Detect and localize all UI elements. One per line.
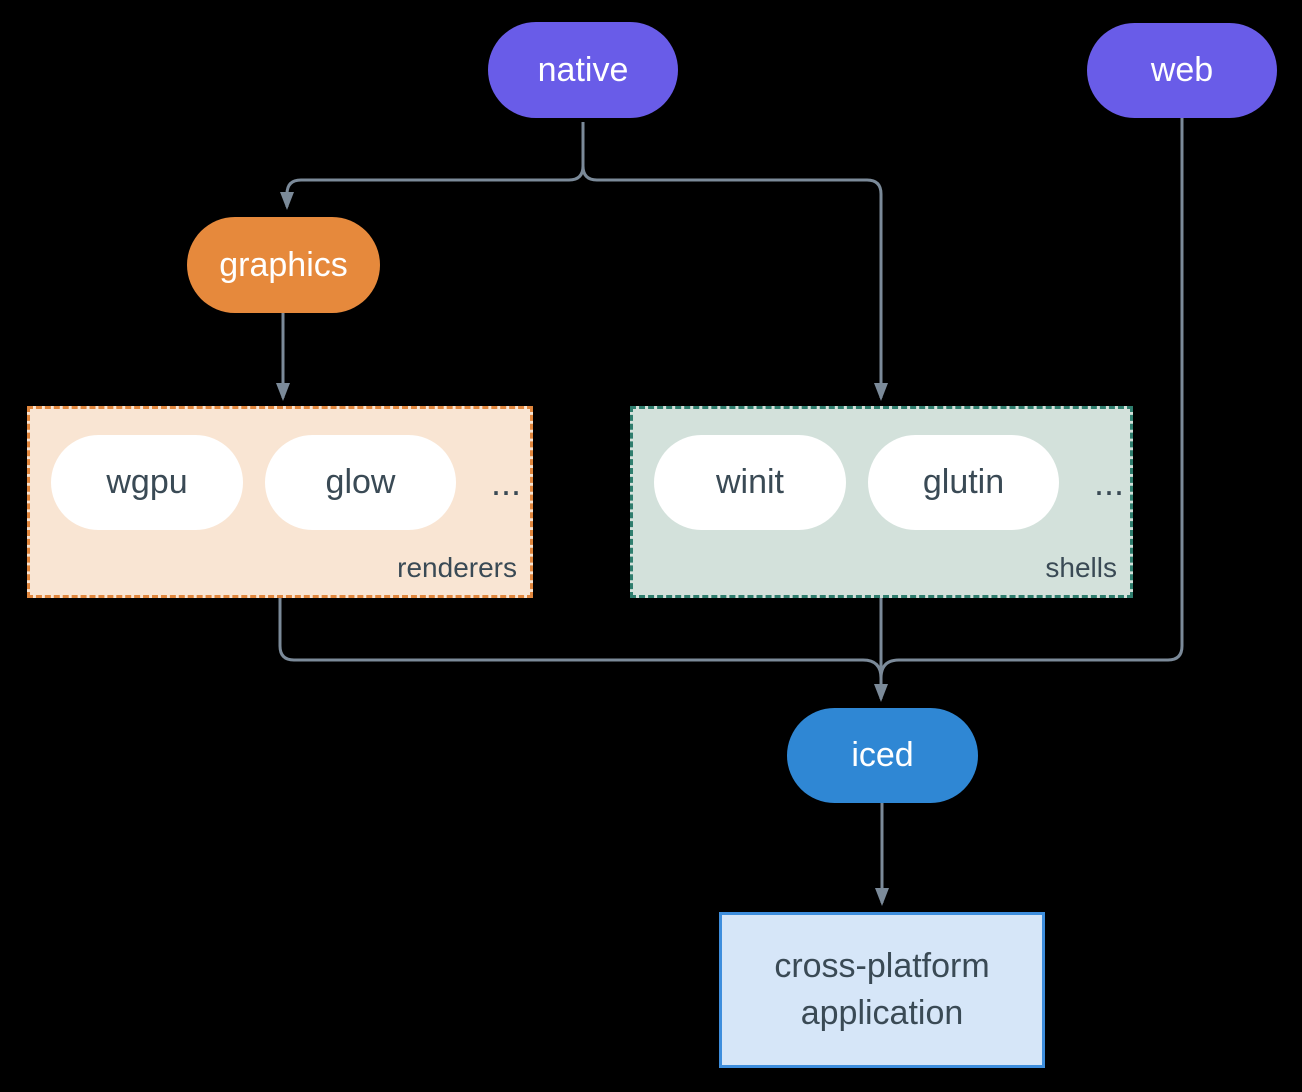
node-iced-label: iced: [851, 736, 914, 774]
renderers-ellipsis: ...: [490, 461, 521, 503]
edge-web-to-junction: [879, 118, 1184, 679]
edge-renderers-to-junction: [278, 598, 883, 679]
edge-native-to-graphics: [280, 122, 585, 210]
node-native: native: [488, 22, 678, 118]
node-web-label: web: [1150, 51, 1214, 89]
application-label-line1: cross-platform: [774, 946, 990, 985]
node-cross-platform-application: cross-platform application: [719, 912, 1045, 1068]
node-glutin-label: glutin: [922, 463, 1005, 501]
node-wgpu: wgpu: [51, 435, 243, 530]
node-graphics: graphics: [187, 217, 380, 313]
node-glow: glow: [265, 435, 456, 530]
application-label-line2: application: [800, 994, 964, 1032]
node-winit: winit: [654, 435, 846, 530]
group-renderers: wgpu glow ... renderers: [27, 406, 533, 598]
node-winit-label: winit: [715, 463, 785, 501]
edge-native-to-shells: [581, 122, 888, 401]
node-iced: iced: [787, 708, 978, 803]
shells-ellipsis: ...: [1093, 461, 1124, 503]
node-glow-label: glow: [325, 463, 396, 501]
node-wgpu-label: wgpu: [106, 463, 188, 501]
node-graphics-label: graphics: [219, 245, 348, 284]
shells-group-label: shells: [1045, 552, 1117, 583]
node-glutin: glutin: [868, 435, 1059, 530]
group-shells: winit glutin ... shells: [630, 406, 1133, 598]
renderers-group-label: renderers: [397, 552, 517, 583]
node-web: web: [1087, 23, 1277, 118]
node-native-label: native: [537, 50, 629, 89]
